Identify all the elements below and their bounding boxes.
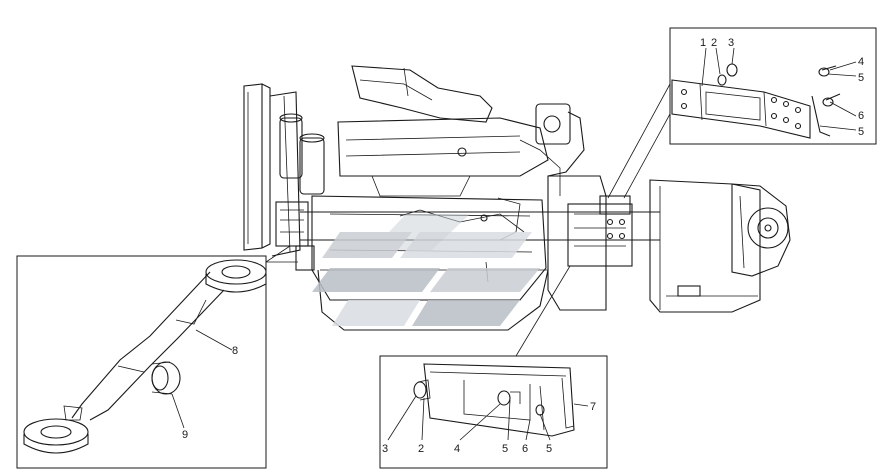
detail-box-top-right: 1 2 3 4 5 6 5 [669,27,877,145]
detail-box-left: 8 9 [16,255,267,469]
callout-5-bottom: 5 [502,443,508,455]
detail-box-bottom: 3 2 4 5 6 5 7 [379,355,608,469]
callout-2-bottom: 2 [418,443,424,455]
callout-4-bottom: 4 [454,443,460,455]
callout-8: 8 [232,345,238,357]
callout-6: 6 [858,110,864,122]
callout-4: 4 [858,56,864,68]
callout-6-bottom: 6 [522,443,528,455]
callout-3-bottom: 3 [382,443,388,455]
callout-5b: 5 [858,126,864,138]
callout-2: 2 [711,37,717,49]
callout-5: 5 [858,72,864,84]
callout-5b-bottom: 5 [546,443,552,455]
detail-leader-lines [265,83,671,357]
callout-1: 1 [700,37,706,49]
callout-7: 7 [590,401,596,413]
callout-9: 9 [182,429,188,441]
callout-3: 3 [728,37,734,49]
watermark-logo [312,214,540,326]
